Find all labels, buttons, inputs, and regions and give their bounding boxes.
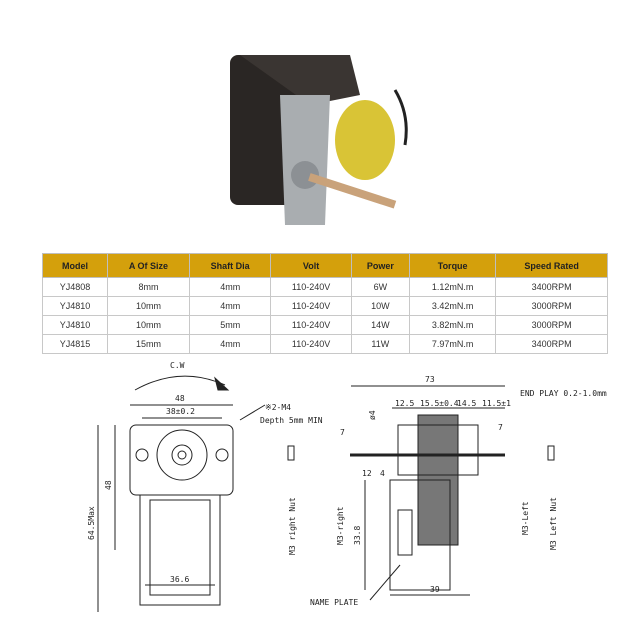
- col-torque: Torque: [408, 253, 497, 278]
- dim-height: 48: [104, 480, 113, 490]
- front-view: C.W 48 38±0.2 ※2-M4 Depth 5mm MIN 64.5Ma…: [87, 361, 323, 612]
- table-cell: 110-240V: [270, 277, 352, 297]
- dim-right-shaft: 7: [498, 423, 503, 432]
- table-cell: YJ4808: [41, 277, 109, 297]
- table-cell: 10mm: [107, 296, 190, 316]
- end-play-note: END PLAY 0.2-1.0mm: [520, 389, 607, 398]
- table-cell: 7.97mN.m: [408, 334, 497, 354]
- motor-photo: [230, 55, 408, 225]
- col-speed: Speed Rated: [495, 253, 608, 278]
- dim-height-side: 33.8: [353, 526, 362, 545]
- col-power: Power: [350, 253, 410, 278]
- table-cell: 4mm: [188, 334, 272, 354]
- table-cell: 15mm: [107, 334, 190, 354]
- table-cell: 3.82mN.m: [408, 315, 497, 335]
- table-cell: 110-240V: [270, 296, 352, 316]
- col-volt: Volt: [270, 253, 352, 278]
- motor-coil: [335, 100, 395, 180]
- name-plate-label: NAME PLATE: [310, 598, 358, 607]
- technical-drawing: C.W 48 38±0.2 ※2-M4 Depth 5mm MIN 64.5Ma…: [87, 361, 607, 612]
- dim-left-shaft: 7: [340, 428, 345, 437]
- side-view: 73 END PLAY 0.2-1.0mm 12.5 15.5±0.4 14.5…: [310, 375, 607, 607]
- table-cell: YJ4815: [41, 334, 109, 354]
- table-cell: 3000RPM: [495, 296, 608, 316]
- table-cell: 3400RPM: [495, 277, 608, 297]
- dim-bottom-width: 36.6: [170, 575, 189, 584]
- table-cell: 110-240V: [270, 315, 352, 335]
- dim-d2: 15.5±0.4: [420, 399, 459, 408]
- m3-left-label: M3-Left: [521, 501, 530, 535]
- nut-label-left: M3 Left Nut: [549, 497, 558, 550]
- dim-base: 39: [430, 585, 440, 594]
- nut-label-right: M3 right Nut: [288, 497, 297, 555]
- table-cell: 3.42mN.m: [408, 296, 497, 316]
- dim-d4: 11.5±1: [482, 399, 511, 408]
- table-cell: 8mm: [107, 277, 190, 297]
- table-cell: 3000RPM: [495, 315, 608, 335]
- table-cell: 14W: [350, 315, 410, 335]
- rotation-label: C.W: [170, 361, 185, 370]
- table-cell: 1.12mN.m: [408, 277, 497, 297]
- dim-width: 48: [175, 394, 185, 403]
- dim-shaft-dia: ø4: [368, 410, 377, 420]
- table-cell: 10mm: [107, 315, 190, 335]
- spec-table: Model A Of Size Shaft Dia Volt Power Tor…: [41, 253, 608, 354]
- table-cell: 5mm: [188, 315, 272, 335]
- depth-note: Depth 5mm MIN: [260, 416, 323, 425]
- table-cell: 4mm: [188, 296, 272, 316]
- table-cell: 3400RPM: [495, 334, 608, 354]
- dim-small-1: 12: [362, 469, 372, 478]
- col-size: A Of Size: [107, 253, 190, 278]
- dim-length: 73: [425, 375, 435, 384]
- m3-right-label: M3-right: [336, 506, 345, 545]
- table-cell: 4mm: [188, 277, 272, 297]
- col-model: Model: [41, 253, 109, 278]
- motor-shaft: [308, 173, 397, 209]
- motor-bracket: [280, 95, 330, 225]
- col-shaft: Shaft Dia: [188, 253, 272, 278]
- table-cell: YJ4810: [41, 315, 109, 335]
- table-cell: 6W: [350, 277, 410, 297]
- table-cell: 10W: [350, 296, 410, 316]
- thread-note: ※2-M4: [265, 403, 291, 412]
- dim-small-2: 4: [380, 469, 385, 478]
- dim-height-max: 64.5Max: [87, 506, 96, 540]
- dim-d1: 12.5: [395, 399, 414, 408]
- dim-d3: 14.5: [457, 399, 476, 408]
- dim-hole-spacing: 38±0.2: [166, 407, 195, 416]
- table-cell: YJ4810: [41, 296, 109, 316]
